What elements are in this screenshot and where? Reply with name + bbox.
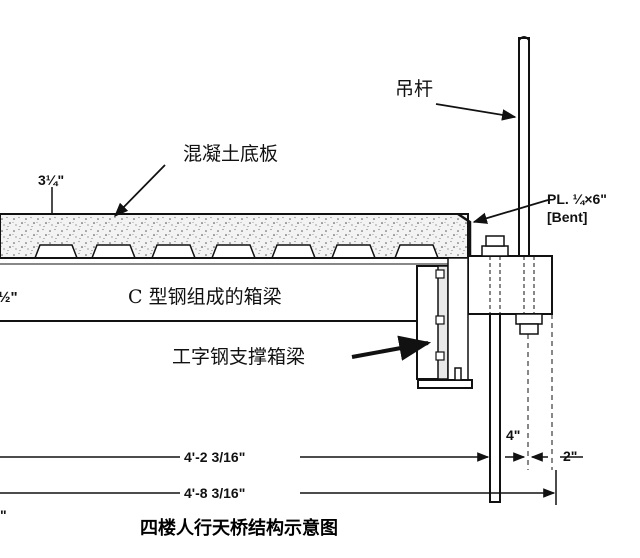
hanger-rod-leader bbox=[435, 103, 517, 121]
hanger-rod bbox=[518, 36, 530, 257]
plate-spec-label: PL. ¼×6" bbox=[547, 191, 607, 207]
hanger-bracket bbox=[467, 235, 553, 335]
c-box-beam bbox=[0, 257, 470, 322]
c-box-beam-label: C 型钢组成的箱梁 bbox=[128, 286, 282, 308]
i-beam-support-label: 工字钢支撑箱梁 bbox=[172, 346, 305, 368]
left-tick-label: " bbox=[0, 507, 7, 523]
concrete-slab-leader bbox=[113, 164, 166, 218]
i-beam-leader bbox=[351, 335, 432, 361]
diagram-caption: 四楼人行天桥结构示意图 bbox=[140, 517, 338, 539]
concrete-slab bbox=[0, 212, 472, 259]
concrete-slab-label: 混凝土底板 bbox=[183, 143, 278, 165]
dim-4in-label: 4" bbox=[506, 427, 520, 443]
dim-2in-label: 2" bbox=[563, 448, 577, 464]
left-partial-label: ½" bbox=[0, 289, 18, 306]
lower-rod bbox=[489, 313, 557, 505]
slab-thickness-marker bbox=[46, 187, 58, 215]
dim-long-label: 4'-8 3/16" bbox=[184, 485, 245, 501]
slab-thickness-label: 3¼" bbox=[38, 172, 64, 188]
dim-short-label: 4'-2 3/16" bbox=[184, 449, 245, 465]
plate-leader bbox=[472, 199, 549, 224]
i-beam-support bbox=[416, 257, 473, 389]
plate-bent-label: [Bent] bbox=[547, 209, 587, 225]
hanger-rod-label: 吊杆 bbox=[395, 78, 433, 100]
